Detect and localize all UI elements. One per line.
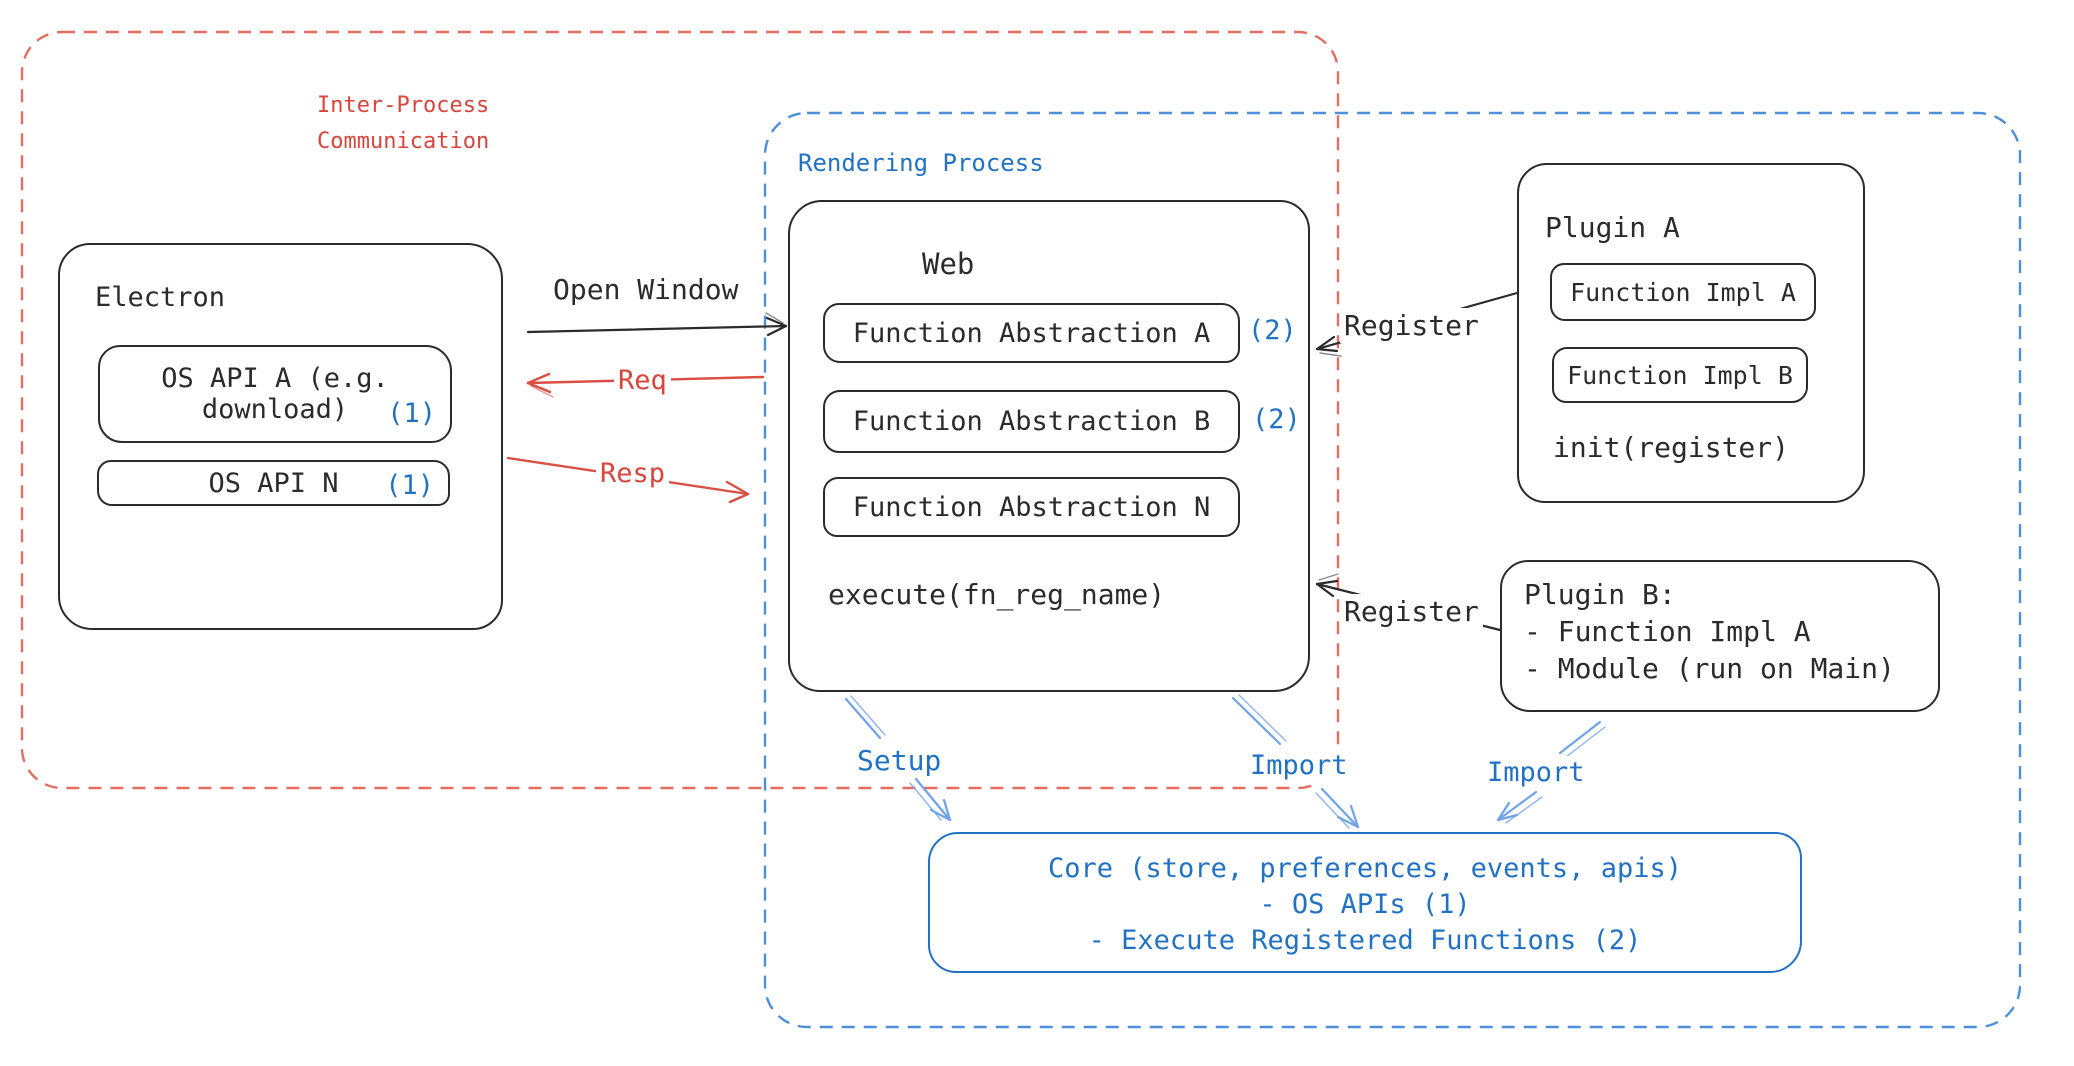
setup-label: Setup <box>853 743 946 778</box>
os-api-a-box: OS API A (e.g. download) (1) <box>98 345 452 443</box>
function-abstraction-n-label: Function Abstraction N <box>852 491 1211 523</box>
register-bottom-label: Register <box>1340 594 1483 629</box>
electron-title: Electron <box>95 282 226 313</box>
plugin-a-title: Plugin A <box>1545 211 1680 244</box>
function-abstraction-a-label: Function Abstraction A <box>852 317 1211 349</box>
function-impl-a-label: Function Impl A <box>1570 277 1796 307</box>
import-plugin-label: Import <box>1483 756 1589 790</box>
web-box <box>788 200 1310 692</box>
rendering-process-label: Rendering Process <box>798 149 1044 177</box>
core-line1: Core (store, preferences, events, apis) <box>1048 853 1682 884</box>
web-title: Web <box>922 247 975 281</box>
function-abstraction-b-box: Function Abstraction B <box>823 390 1240 453</box>
execute-text: execute(fn_reg_name) <box>828 578 1166 611</box>
electron-box <box>58 243 503 630</box>
os-api-a-line2: download) <box>201 394 349 425</box>
function-abstraction-a-badge: (2) <box>1248 315 1297 346</box>
os-api-n-label: OS API N <box>208 467 339 499</box>
plugin-b-box <box>1500 560 1940 712</box>
import-web-label: Import <box>1246 749 1352 783</box>
open-window-arrow <box>526 312 788 337</box>
os-api-n-box: OS API N (1) <box>97 460 450 506</box>
function-impl-a-box: Function Impl A <box>1550 263 1816 321</box>
os-api-a-badge: (1) <box>387 398 436 429</box>
function-impl-b-box: Function Impl B <box>1552 347 1808 403</box>
open-window-label: Open Window <box>553 273 739 306</box>
core-line2: - OS APIs (1) <box>1259 889 1471 920</box>
req-label: Req <box>614 364 671 398</box>
init-register-text: init(register) <box>1553 431 1790 464</box>
function-abstraction-b-badge: (2) <box>1252 404 1301 435</box>
function-abstraction-b-label: Function Abstraction B <box>852 406 1211 437</box>
plugin-b-text: Plugin B:- Function Impl A- Module (run … <box>1524 578 1895 685</box>
os-api-n-badge: (1) <box>385 470 434 501</box>
function-abstraction-n-box: Function Abstraction N <box>823 477 1240 537</box>
function-impl-b-label: Function Impl B <box>1567 360 1793 390</box>
resp-label: Resp <box>596 457 670 491</box>
function-abstraction-a-box: Function Abstraction A <box>823 303 1240 363</box>
core-line3: - Execute Registered Functions (2) <box>1088 925 1642 956</box>
register-top-label: Register <box>1340 308 1483 343</box>
os-api-a-line1: OS API A (e.g. <box>161 363 389 394</box>
core-box: Core (store, preferences, events, apis) … <box>928 832 1802 973</box>
